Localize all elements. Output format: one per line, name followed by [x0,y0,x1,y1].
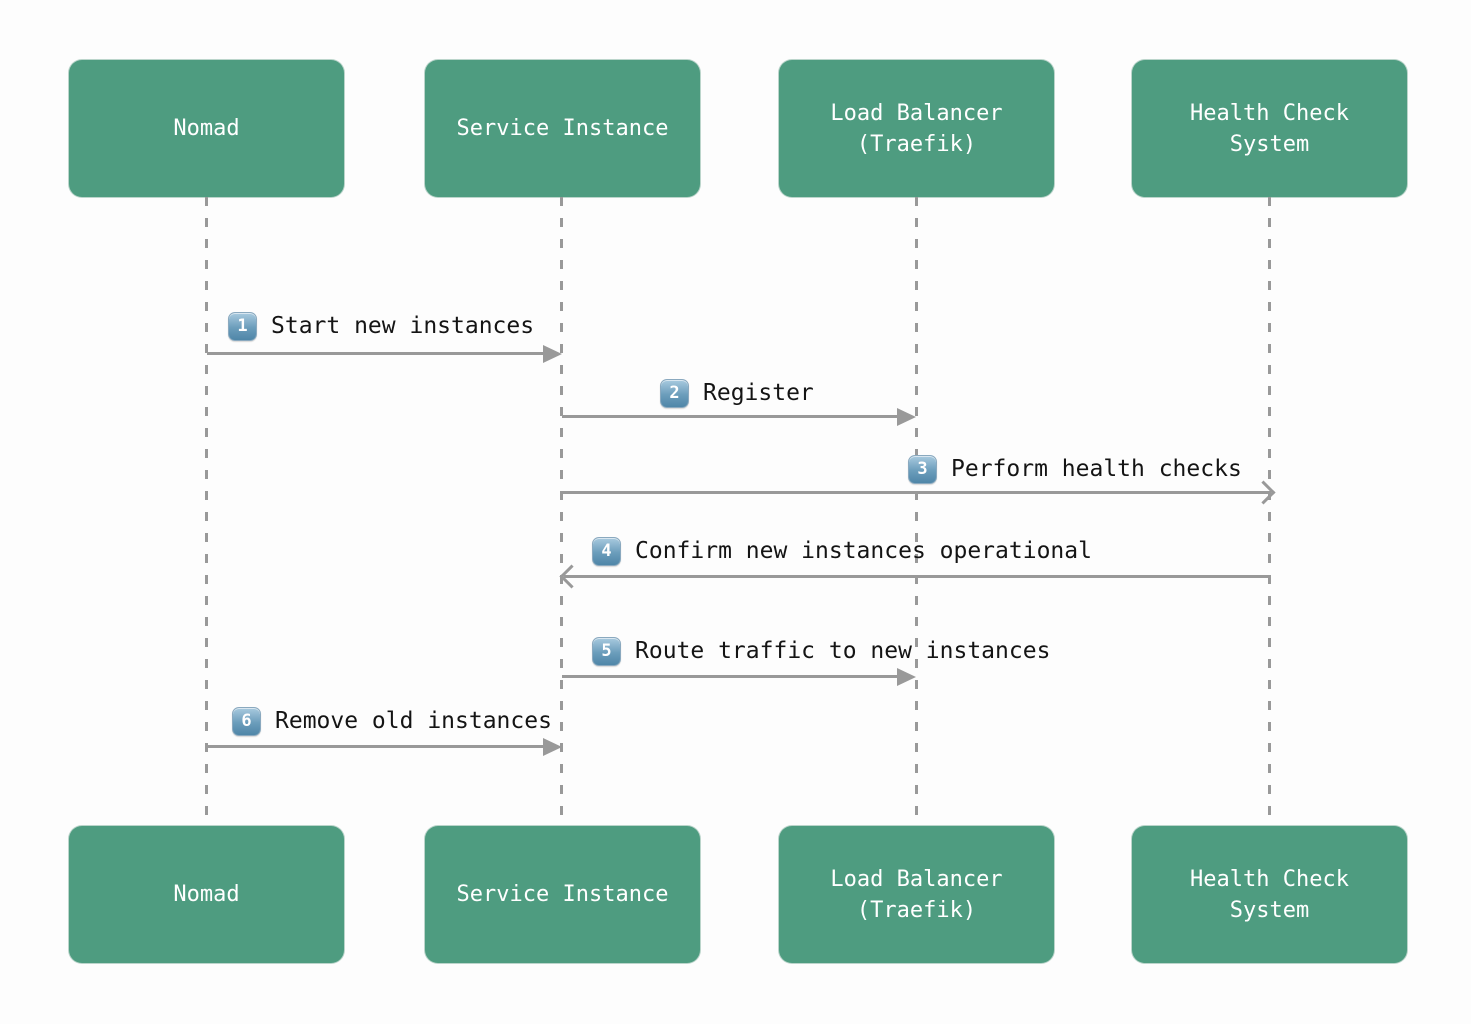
arrowhead-right-icon [543,738,562,756]
actor-label: Nomad [173,882,240,907]
message-1-arrow [207,344,562,364]
message-1-text: Start new instances [271,313,535,339]
lifeline-load-balancer [915,197,918,826]
actor-label: Health Check [1190,100,1349,126]
step-3-badge: 3 [908,454,937,484]
message-2-label: 2 Register [660,378,814,408]
actor-label: Service Instance [456,116,669,141]
message-4-text: Confirm new instances operational [635,538,1092,564]
actor-bottom-health-check: Health Check System [1132,826,1407,963]
step-6-badge: 6 [232,706,261,736]
actor-label: Nomad [173,116,240,141]
arrow-line [562,675,902,678]
step-5-badge: 5 [592,636,621,666]
actor-label: Load Balancer [830,866,1003,892]
lifeline-health-check [1268,197,1271,826]
actor-top-health-check: Health Check System [1132,60,1407,197]
lifeline-nomad [205,197,208,826]
arrowhead-right-icon [897,668,916,686]
message-6-arrow [207,737,562,757]
lifeline-service-instance [560,197,563,826]
message-6-text: Remove old instances [275,708,552,734]
message-3-label: 3 Perform health checks [908,454,1242,484]
arrow-line [207,745,548,748]
message-4-label: 4 Confirm new instances operational [592,536,1092,566]
message-2-text: Register [703,380,814,406]
arrowhead-right-icon [897,408,916,426]
actor-bottom-service-instance: Service Instance [425,826,700,963]
actor-bottom-nomad: Nomad [69,826,344,963]
arrowhead-open-left-icon [559,564,584,589]
actor-label: Health Check [1190,866,1349,892]
step-2-badge: 2 [660,378,689,408]
step-1-badge: 1 [228,311,257,341]
arrow-line [562,491,1271,494]
message-6-label: 6 Remove old instances [232,706,552,736]
arrow-line [562,415,902,418]
step-4-badge: 4 [592,536,621,566]
arrow-line [564,575,1269,578]
message-5-label: 5 Route traffic to new instances [592,636,1050,666]
actor-label: Service Instance [456,882,669,907]
actor-top-load-balancer: Load Balancer (Traefik) [779,60,1054,197]
actor-top-nomad: Nomad [69,60,344,197]
actor-label-line2: System [1229,897,1310,923]
actor-label-line2: System [1229,131,1310,157]
actor-label-line2: (Traefik) [856,897,977,923]
message-3-text: Perform health checks [951,456,1242,482]
message-1-label: 1 Start new instances [228,311,534,341]
message-5-arrow [562,667,916,687]
arrowhead-right-icon [543,345,562,363]
message-2-arrow [562,407,916,427]
arrow-line [207,352,548,355]
actor-label: Load Balancer [830,100,1003,126]
actor-bottom-load-balancer: Load Balancer (Traefik) [779,826,1054,963]
arrowhead-open-right-icon [1251,480,1276,505]
message-4-arrow [559,564,1269,589]
message-3-arrow [562,480,1276,505]
actor-top-service-instance: Service Instance [425,60,700,197]
actor-label-line2: (Traefik) [856,131,977,157]
message-5-text: Route traffic to new instances [635,638,1051,664]
